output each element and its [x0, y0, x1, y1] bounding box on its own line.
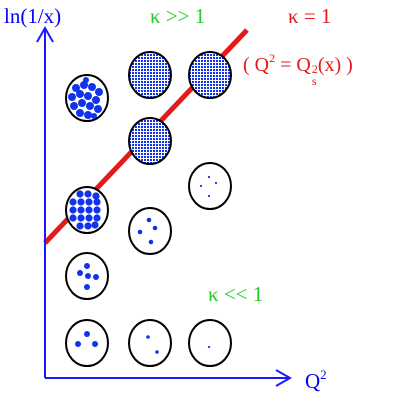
- dots-one: [207, 345, 211, 349]
- kappa-one-label: κ = 1: [288, 4, 332, 28]
- dots-five: [77, 263, 99, 290]
- ellipse-four-dots: [128, 207, 172, 255]
- dots-four: [137, 217, 158, 245]
- saturated-ellipses: [128, 51, 232, 165]
- x-axis-arrowhead: [275, 369, 293, 387]
- ellipse-two-dots: [128, 319, 172, 367]
- x-axis-label-base: Q: [305, 369, 321, 393]
- dots-sparse: [199, 175, 218, 198]
- y-axis-arrowhead: [36, 25, 54, 43]
- ellipse-sparse-dots: [188, 162, 232, 210]
- formula-sat-sup: 2: [311, 62, 318, 76]
- ellipse-one-dot: [188, 319, 232, 367]
- dense-ellipse-top-right: [188, 51, 232, 99]
- dense-ellipse-middle: [128, 117, 172, 165]
- dots-grid-cluster: [69, 190, 101, 230]
- dense-ellipse-top-center: [128, 51, 172, 99]
- dots-overlapping-cluster: [68, 77, 103, 119]
- x-axis-label: Q2: [305, 368, 327, 392]
- parton-dots: [68, 77, 218, 354]
- y-axis-label: ln(1/x): [4, 4, 62, 28]
- kappa-high-label: κ >> 1: [150, 4, 206, 28]
- x-axis-label-power: 2: [320, 367, 327, 382]
- formula-sat-sub: s: [311, 74, 317, 88]
- kappa-low-label: κ << 1: [208, 282, 264, 306]
- formula-open: ( Q: [243, 54, 270, 76]
- outlined-ellipses: [65, 74, 232, 367]
- formula-q-power: 2: [269, 51, 276, 65]
- ellipse-three-dots-bottom-left: [65, 319, 109, 367]
- dots-two: [146, 335, 159, 354]
- formula-equals: = Q: [275, 54, 311, 76]
- formula-close: (x) ): [317, 54, 353, 76]
- dots-three-bottom-left: [75, 331, 98, 347]
